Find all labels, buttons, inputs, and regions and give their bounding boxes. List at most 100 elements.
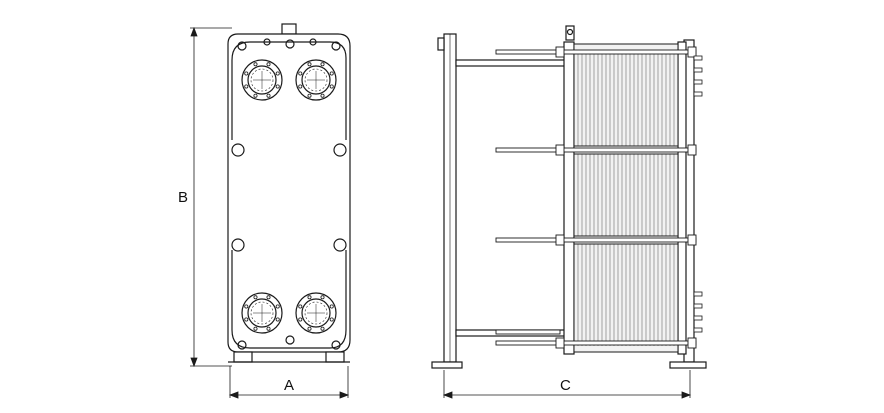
port-top-left-stud (244, 84, 249, 89)
tie-bolt-rod (495, 237, 697, 243)
port-top-right-bore (301, 65, 331, 95)
port-top-right (295, 59, 337, 101)
port-bottom-right-inner (304, 301, 328, 325)
port-bottom-right-stud (307, 326, 312, 331)
tie-bolt-rod (495, 147, 697, 153)
fixed-frame-foot (431, 361, 463, 369)
port-top-left-stud (253, 93, 258, 98)
pressure-plate-top-lug (565, 25, 575, 41)
plate-pack (573, 43, 679, 353)
port-bottom-left-bore (247, 298, 277, 328)
side-bolt-left-upper (231, 143, 245, 157)
port-bottom-left-stud (266, 295, 271, 300)
top-hole-1 (237, 41, 247, 51)
pressure-plate (563, 41, 575, 355)
tie-bolt-group (495, 46, 697, 349)
dim-c-arrow-left (442, 391, 453, 399)
dim-label-b: B (178, 189, 188, 206)
lower-bolt-extra (495, 329, 561, 335)
port-top-left-stud (275, 84, 280, 89)
port-top-left-stud (253, 62, 258, 67)
pressure-plate-lug-hole (566, 28, 574, 36)
top-hole-5 (331, 41, 341, 51)
lower-gasket-line (231, 250, 347, 349)
top-hole-4 (309, 38, 317, 46)
port-top-right-stud (298, 71, 303, 76)
dim-label-a: A (284, 377, 294, 394)
port-top-right-stud (298, 84, 303, 89)
port-bottom-right-stud (298, 304, 303, 309)
dim-label-c: C (560, 377, 571, 394)
port-bottom-right-bore (301, 298, 331, 328)
port-top-right-stud (320, 62, 325, 67)
stud-end (693, 79, 703, 85)
port-bottom-left-stud (266, 326, 271, 331)
port-bottom-left-stud (244, 317, 249, 322)
stud-end (693, 55, 703, 61)
side-bolt-left-lower (231, 238, 245, 252)
port-top-right-stud (329, 71, 334, 76)
port-top-right-stud (329, 84, 334, 89)
port-top-right-stud (320, 93, 325, 98)
dim-b-arrow-bottom (190, 357, 198, 368)
tie-bolt (495, 46, 697, 58)
tie-bolt-nut-left (555, 46, 565, 58)
tie-bolt-nut-left (555, 337, 565, 349)
tie-bolt-nut-left (555, 144, 565, 156)
port-top-left (241, 59, 283, 101)
side-bolt-right-upper (333, 143, 347, 157)
port-group (241, 59, 337, 334)
port-top-left-stud (275, 71, 280, 76)
port-bottom-right-stud (320, 295, 325, 300)
port-bottom-right-stud (320, 326, 325, 331)
port-bottom-left-stud (253, 295, 258, 300)
tie-bolt (495, 337, 697, 349)
dim-b-arrow-top (190, 26, 198, 37)
fixed-frame-top-cap (437, 37, 445, 51)
end-plate (677, 41, 687, 355)
tie-bolt (495, 144, 697, 156)
tie-bolt-nut-right (687, 337, 697, 349)
bottom-hole-3 (331, 340, 341, 350)
tie-bolt-nut-left (555, 234, 565, 246)
tie-bolt-rod (495, 49, 697, 55)
front-view (227, 23, 351, 363)
side-bolt-right-lower (333, 238, 347, 252)
bottom-hole-1 (237, 340, 247, 350)
dim-c-arrow-right (681, 391, 692, 399)
dimension-lines (190, 26, 692, 399)
upper-gasket-line (231, 41, 347, 140)
dim-a-arrow-left (228, 391, 239, 399)
port-bottom-right-stud (329, 304, 334, 309)
top-lifting-lug (281, 23, 297, 35)
port-bottom-right-stud (329, 317, 334, 322)
bottom-hole-2 (285, 335, 295, 345)
port-top-left-inner (250, 68, 274, 92)
port-top-right-inner (304, 68, 328, 92)
port-bottom-right (295, 292, 337, 334)
tie-bolt-nut-right (687, 46, 697, 58)
front-foot-left (233, 351, 253, 363)
stud-end (693, 327, 703, 333)
port-bottom-left (241, 292, 283, 334)
port-bottom-right-stud (307, 295, 312, 300)
stud-end (693, 91, 703, 97)
port-top-left-stud (244, 71, 249, 76)
tie-bolt-nut-right (687, 144, 697, 156)
stud-end (693, 291, 703, 297)
port-top-right-stud (307, 62, 312, 67)
port-bottom-left-stud (244, 304, 249, 309)
top-hole-2 (263, 38, 271, 46)
top-hole-3 (285, 39, 295, 49)
stud-end (693, 315, 703, 321)
port-top-left-bore (247, 65, 277, 95)
port-bottom-left-stud (275, 317, 280, 322)
port-top-right-stud (307, 93, 312, 98)
connection-pipe-group (693, 55, 703, 333)
port-top-left-stud (266, 93, 271, 98)
tie-bolt (495, 234, 697, 246)
port-bottom-left-inner (250, 301, 274, 325)
port-bottom-left-stud (275, 304, 280, 309)
tie-bolt-rod (495, 340, 697, 346)
